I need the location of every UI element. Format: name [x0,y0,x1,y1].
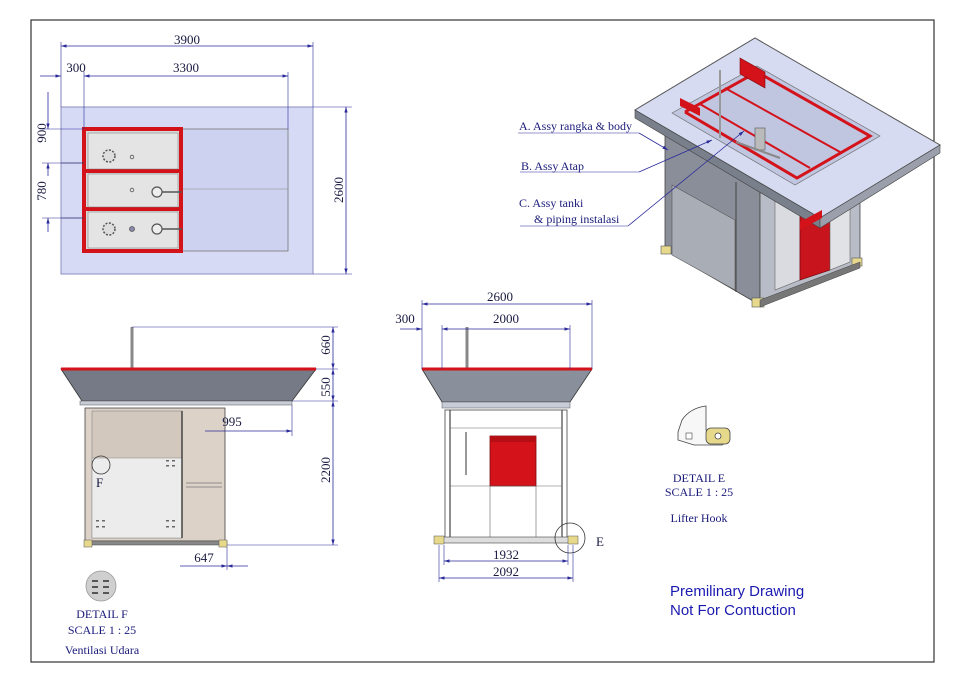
dim-body-width: 3300 [173,60,199,75]
detail-f-callout-circle [91,455,111,475]
dim-550: 550 [318,377,333,397]
dim-2600-front: 2600 [487,289,513,304]
detail-f-scale: SCALE 1 : 25 [68,623,136,637]
iso-roof-frame [684,70,874,180]
front-view-tank [489,435,537,487]
label-assy-tanki: C. Assy tanki [519,196,584,210]
manhole-icon [102,149,116,163]
dim-300-front: 300 [395,311,415,326]
dim-offset: 300 [66,60,86,75]
pipe-nozzle-icon [151,223,163,235]
pipe-nozzle-icon [151,186,163,198]
label-piping-instalasi: & piping instalasi [534,212,620,226]
label-assy-atap: B. Assy Atap [521,159,584,173]
callout-e: E [596,534,604,549]
detail-e-callout-circle [554,522,586,554]
side-view: F 660 550 2200 995 647 [60,326,338,570]
dim-995: 995 [222,414,242,429]
manhole-icon [102,222,116,236]
dim-1932: 1932 [493,547,519,562]
front-view-roof [421,368,593,403]
dim-2092: 2092 [493,564,519,579]
isometric-view: A. Assy rangka & body B. Assy Atap C. As… [518,37,941,308]
detail-e: DETAIL E SCALE 1 : 25 Lifter Hook [665,405,733,525]
dim-660: 660 [318,335,333,355]
note-not-for-construction: Not For Contuction [670,602,796,619]
dim-side-780: 780 [34,181,49,201]
dim-2200: 2200 [318,457,333,483]
detail-f: DETAIL F SCALE 1 : 25 Ventilasi Udara [65,570,140,657]
detail-f-title: DETAIL F [76,607,128,621]
side-view-roof [60,368,317,402]
top-view-body [180,128,289,252]
detail-f-caption: Ventilasi Udara [65,643,140,657]
detail-e-caption: Lifter Hook [671,511,728,525]
callout-f: F [96,475,103,490]
dim-depth: 2600 [331,177,346,203]
dim-overall-width: 3900 [174,32,200,47]
label-assy-rangka-body: A. Assy rangka & body [519,119,632,133]
dim-2000-front: 2000 [493,311,519,326]
dim-647: 647 [194,550,214,565]
detail-e-scale: SCALE 1 : 25 [665,485,733,499]
ventilation-icon [85,570,117,602]
top-view: 3900 300 3300 900 780 2600 [34,32,352,275]
sheet-border [30,19,935,663]
note-preliminary: Premilinary Drawing [670,583,804,600]
detail-e-title: DETAIL E [673,471,725,485]
dim-side-900: 900 [34,123,49,143]
front-view: E 2600 300 2000 1932 2092 [395,289,604,582]
